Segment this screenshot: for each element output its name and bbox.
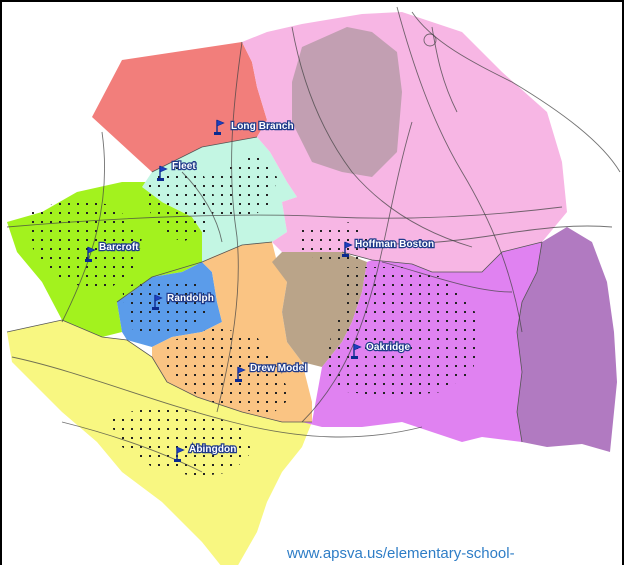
zone-cemetery	[292, 27, 402, 177]
zone-longbranch[interactable]	[92, 42, 267, 172]
flag-icon[interactable]	[85, 246, 96, 262]
flag-icon[interactable]	[174, 446, 185, 462]
flag-icon[interactable]	[351, 343, 362, 359]
source-url[interactable]: www.apsva.us/elementary-school-	[287, 545, 515, 562]
flag-icon[interactable]	[157, 165, 168, 181]
flag-icon[interactable]	[152, 294, 163, 310]
school-label-long-branch: Long Branch	[231, 121, 294, 132]
school-markers	[85, 119, 362, 462]
zone-hoffman[interactable]	[242, 12, 567, 272]
flag-icon[interactable]	[214, 119, 225, 135]
school-label-randolph: Randolph	[167, 293, 214, 304]
zone-east	[517, 227, 617, 452]
school-label-hoffman-boston: Hoffman Boston	[355, 239, 434, 250]
flag-icon[interactable]	[235, 366, 246, 382]
school-label-drew-model: Drew Model	[250, 363, 307, 374]
school-label-oakridge: Oakridge	[366, 342, 410, 353]
roads	[6, 6, 621, 473]
school-label-abingdon: Abingdon	[189, 444, 236, 455]
zone-boundaries	[6, 136, 543, 443]
school-label-barcroft: Barcroft	[99, 242, 139, 253]
school-label-fleet: Fleet	[172, 161, 196, 172]
flag-icon[interactable]	[342, 241, 353, 257]
